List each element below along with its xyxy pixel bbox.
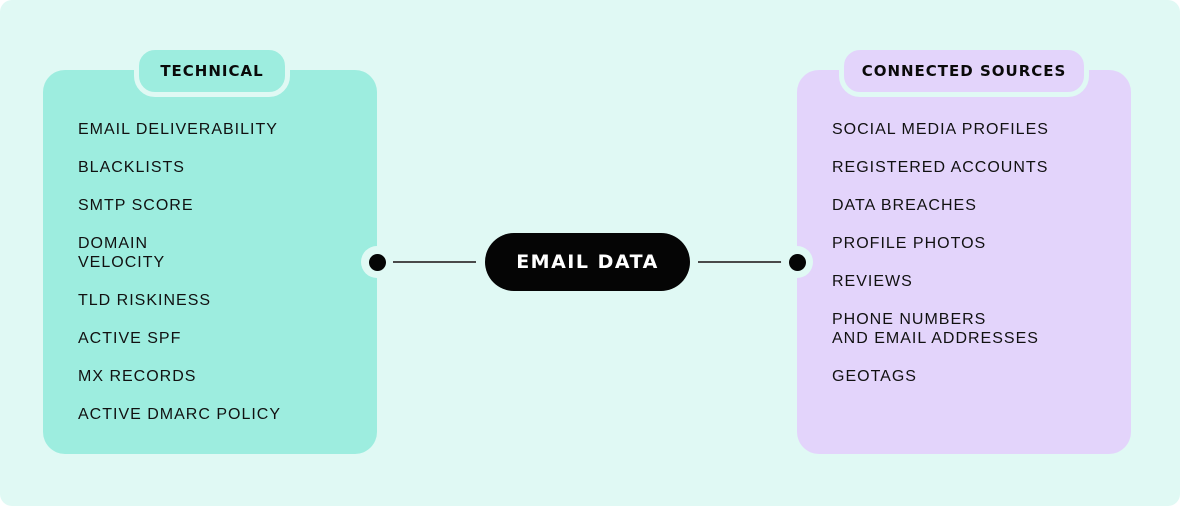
- list-item: ACTIVE SPF: [78, 330, 182, 347]
- connector-dot-icon: [368, 253, 386, 271]
- technical-panel: [43, 70, 377, 454]
- list-item: TLD RISKINESS: [78, 292, 212, 309]
- list-item: SMTP SCORE: [78, 197, 194, 214]
- connected-sources-list: SOCIAL MEDIA PROFILES REGISTERED ACCOUNT…: [832, 120, 1049, 405]
- list-item: PROFILE PHOTOS: [832, 235, 987, 252]
- connected-sources-panel: [797, 70, 1131, 454]
- connector-node-left: [361, 246, 393, 278]
- connector-line-right: [698, 261, 783, 263]
- list-item: BLACKLISTS: [78, 159, 185, 176]
- list-item: PHONE NUMBERS AND EMAIL ADDRESSES: [832, 311, 1039, 347]
- connected-sources-title: CONNECTED SOURCES: [839, 45, 1089, 97]
- list-item: DATA BREACHES: [832, 197, 977, 214]
- technical-list: EMAIL DELIVERABILITY BLACKLISTS SMTP SCO…: [78, 120, 281, 443]
- list-item: ACTIVE DMARC POLICY: [78, 406, 282, 423]
- connector-node-right: [781, 246, 813, 278]
- list-item: EMAIL DELIVERABILITY: [78, 121, 278, 138]
- connector-line-left: [393, 261, 476, 263]
- list-item: DOMAIN VELOCITY: [78, 235, 166, 271]
- list-item: REVIEWS: [832, 273, 913, 290]
- list-item: GEOTAGS: [832, 368, 917, 385]
- technical-title: TECHNICAL: [134, 45, 290, 97]
- list-item: REGISTERED ACCOUNTS: [832, 159, 1049, 176]
- list-item: SOCIAL MEDIA PROFILES: [832, 121, 1049, 138]
- list-item: MX RECORDS: [78, 368, 197, 385]
- email-data-node: EMAIL DATA: [485, 233, 690, 291]
- connector-dot-icon: [788, 253, 806, 271]
